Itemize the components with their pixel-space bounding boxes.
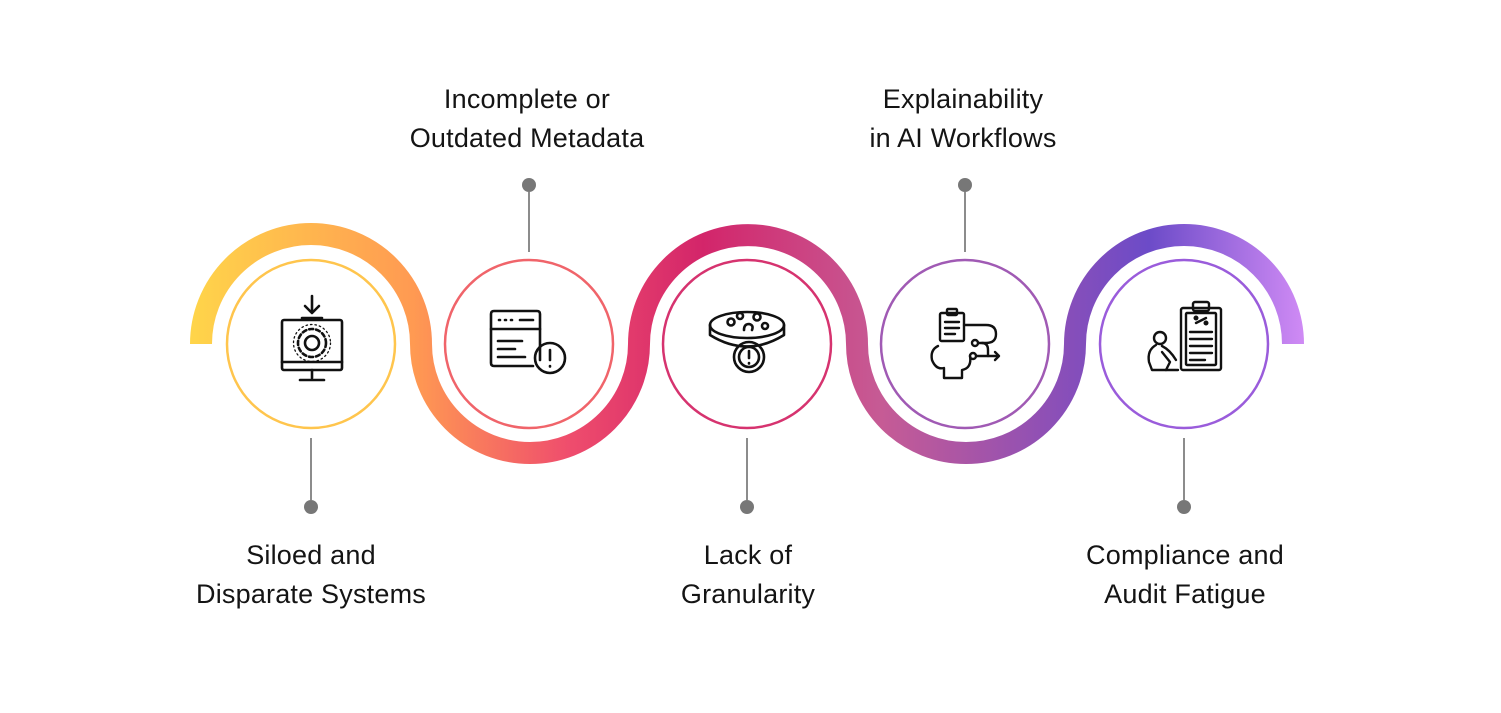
connector-3 bbox=[740, 438, 754, 514]
data-platter-warning-icon bbox=[708, 310, 786, 374]
step-ring-3 bbox=[661, 258, 833, 430]
connector-5 bbox=[1177, 438, 1191, 514]
step-label-5-line2: Audit Fatigue bbox=[1104, 579, 1266, 609]
step-label-3-line1: Lack of bbox=[703, 540, 793, 570]
step-ring-2 bbox=[443, 258, 615, 430]
step-label-1-line1: Siloed and bbox=[246, 540, 376, 570]
connector-2 bbox=[522, 178, 536, 252]
step-ring-4 bbox=[879, 258, 1051, 430]
step-ring-1 bbox=[225, 258, 397, 430]
head-clipboard-flow-icon bbox=[930, 307, 1001, 380]
browser-window-warning-icon bbox=[489, 309, 567, 375]
connector-4 bbox=[958, 178, 972, 252]
wave-ribbon bbox=[190, 223, 1304, 464]
monitor-gear-icon bbox=[280, 294, 344, 382]
step-label-2-line1: Incomplete or bbox=[443, 84, 611, 114]
step-ring-5 bbox=[1098, 258, 1270, 430]
step-label-4: Explainability in AI Workflows bbox=[793, 80, 1133, 158]
step-label-3: Lack of Granularity bbox=[578, 536, 918, 614]
step-label-4-line2: in AI Workflows bbox=[869, 123, 1057, 153]
person-clipboard-report-icon bbox=[1147, 300, 1223, 372]
step-label-5: Compliance and Audit Fatigue bbox=[1015, 536, 1355, 614]
step-label-1: Siloed and Disparate Systems bbox=[141, 536, 481, 614]
step-label-3-line2: Granularity bbox=[680, 579, 816, 609]
step-label-4-line1: Explainability bbox=[882, 84, 1044, 114]
step-label-5-line1: Compliance and bbox=[1086, 540, 1284, 570]
step-label-2: Incomplete or Outdated Metadata bbox=[357, 80, 697, 158]
connector-1 bbox=[304, 438, 318, 514]
step-label-2-line2: Outdated Metadata bbox=[409, 123, 645, 153]
step-label-1-line2: Disparate Systems bbox=[196, 579, 426, 609]
